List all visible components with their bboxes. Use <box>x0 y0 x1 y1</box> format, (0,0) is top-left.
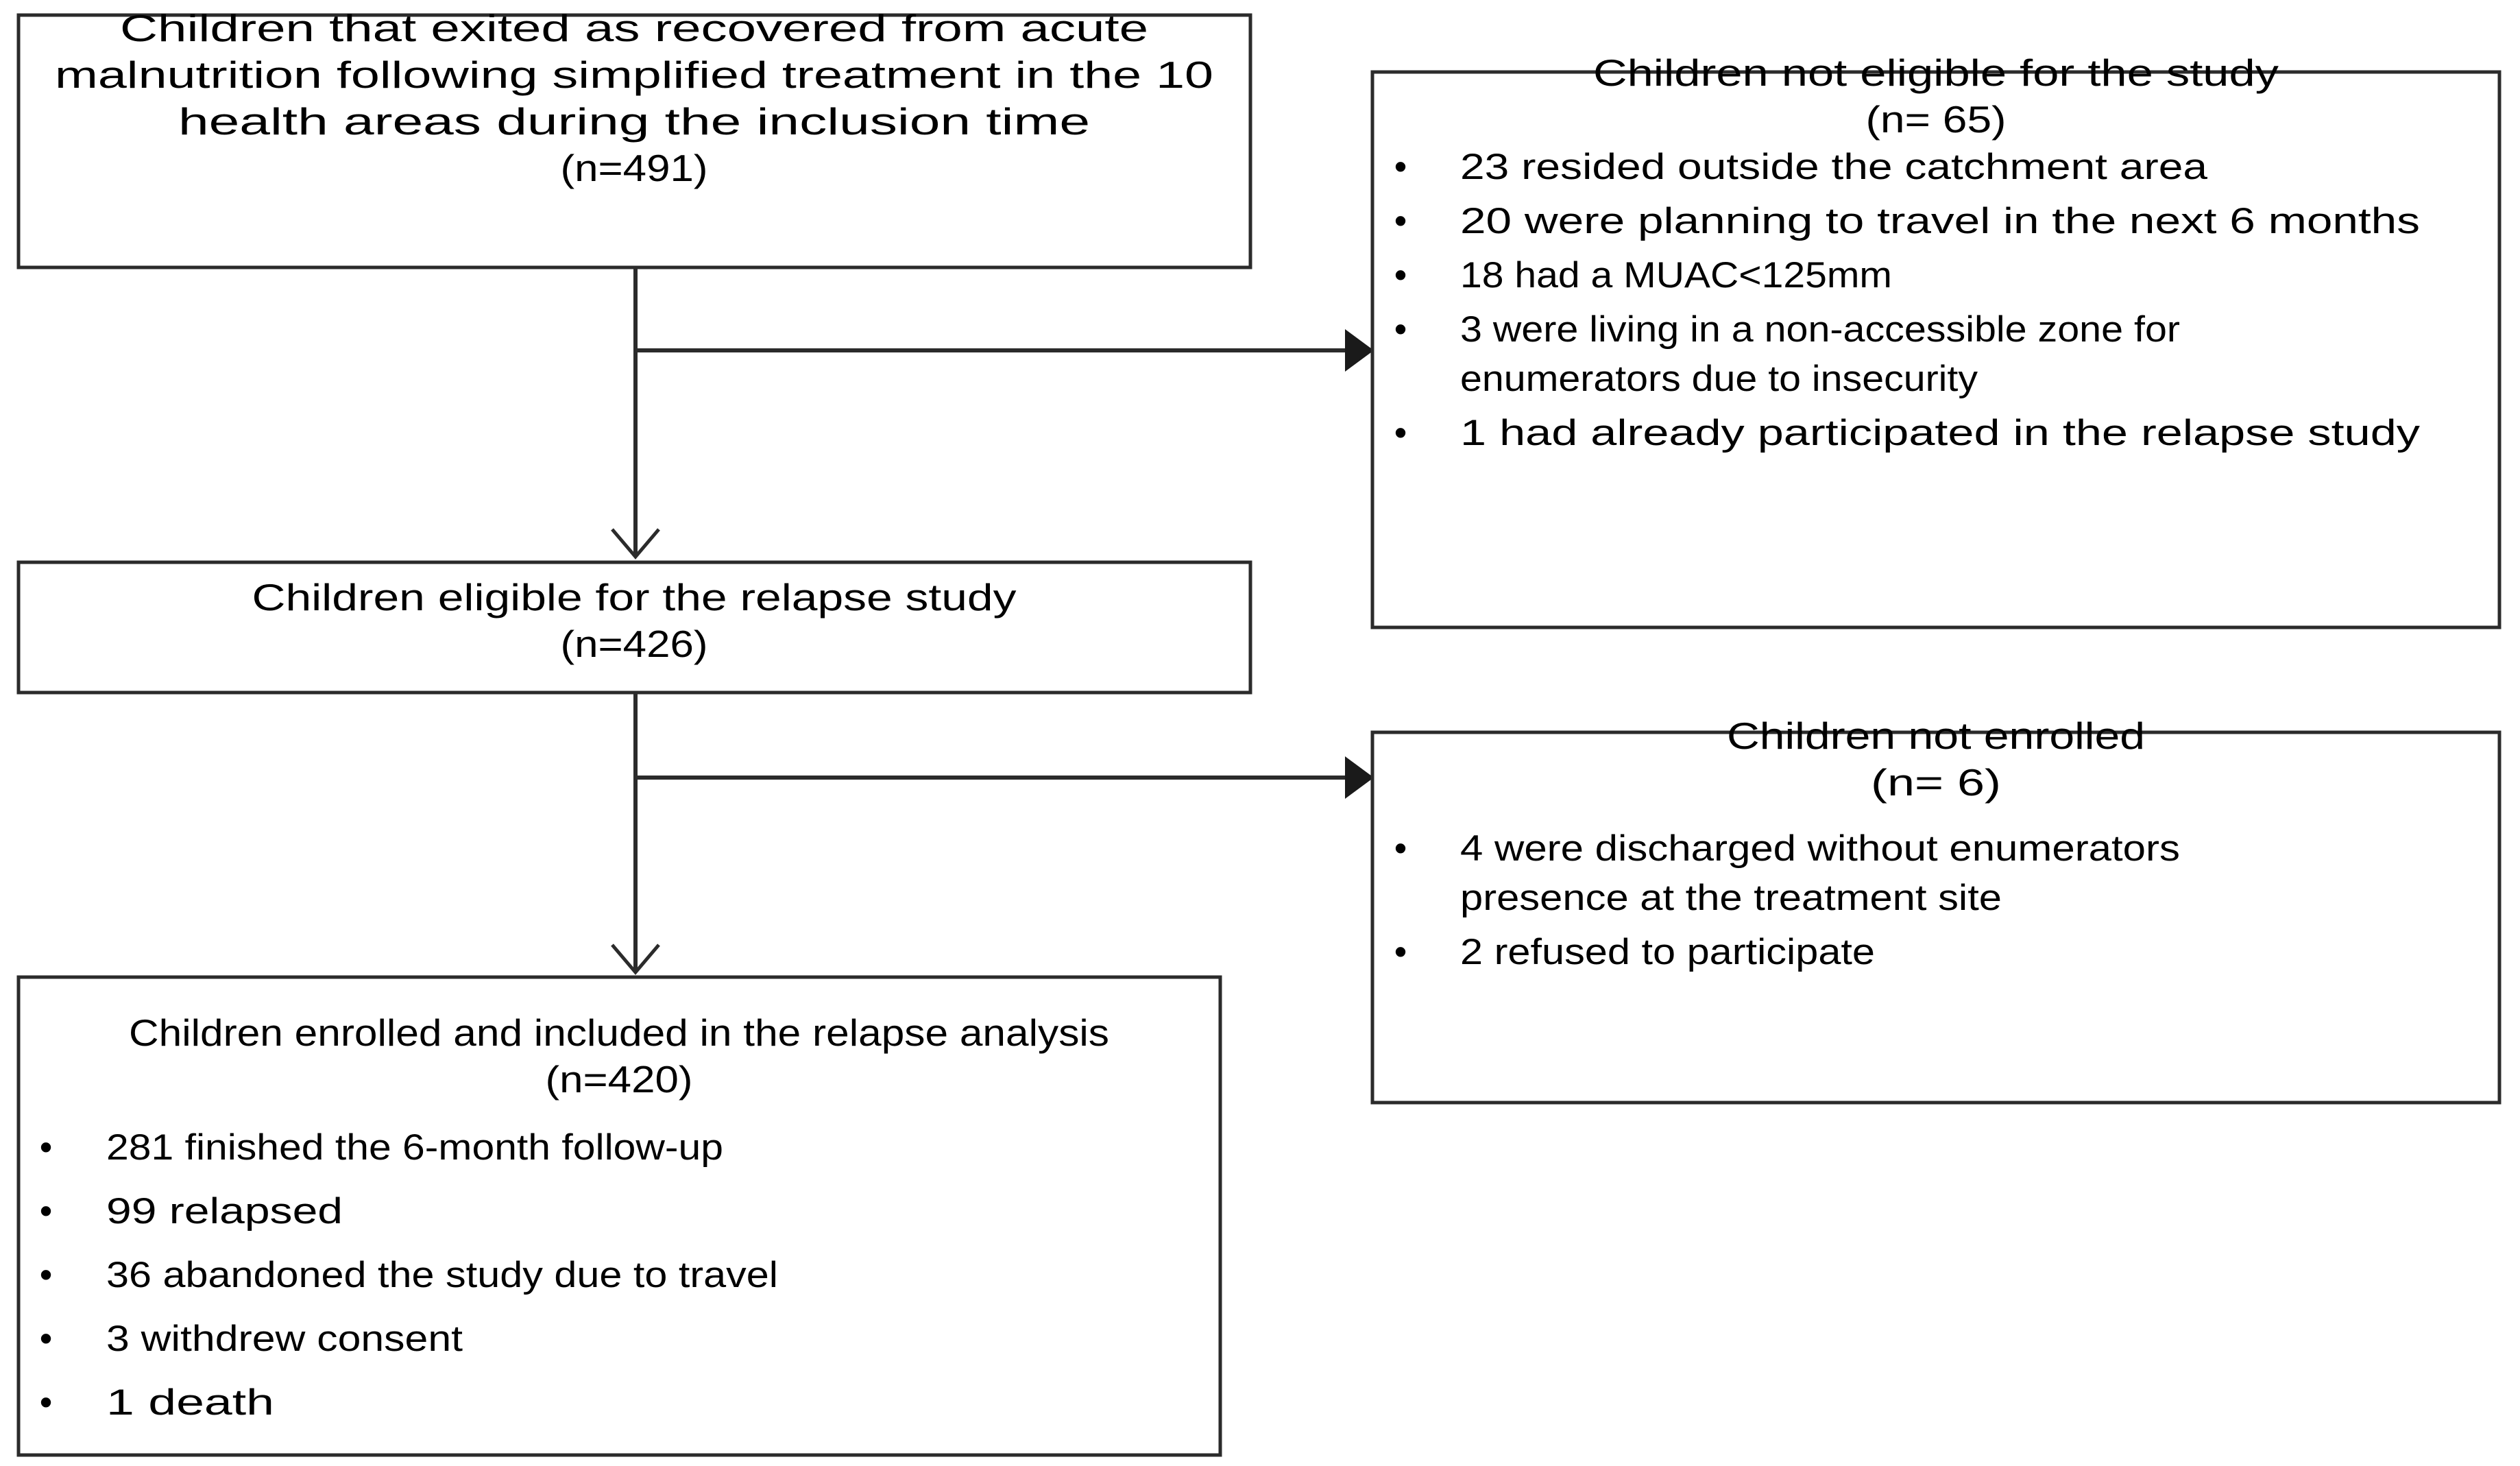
box-not-eligible-heading-0: Children not eligible for the study <box>1593 51 2279 94</box>
box-enrolled-bullet-0: 281 finished the 6-month follow-up <box>106 1127 723 1168</box>
box-not-eligible-bullet-4: 1 had already participated in the relaps… <box>1460 413 2421 453</box>
bullet-icon: • <box>1394 255 1407 296</box>
connector-eligible-to-not-enrolled <box>635 756 1374 799</box>
bullet-icon: • <box>1394 413 1407 453</box>
box-not-enrolled-bullet-0-line-0: 4 were discharged without enumerators <box>1460 828 2180 869</box>
bullet-icon: • <box>40 1191 53 1231</box>
bullet-icon: • <box>1394 828 1407 869</box>
bullet-icon: • <box>1394 932 1407 972</box>
box-eligible-rect <box>16 560 1252 695</box>
list-item: • 20 were planning to travel in the next… <box>1394 201 2420 241</box>
list-item: • 281 finished the 6-month follow-up <box>40 1127 723 1168</box>
box-not-eligible-bullet-0: 23 resided outside the catchment area <box>1460 147 2208 187</box>
box-not-eligible-bullet-3-line-1: enumerators due to insecurity <box>1460 359 1978 399</box>
list-item: • 23 resided outside the catchment area <box>1394 147 2208 187</box>
connector-source-to-eligible <box>611 267 660 560</box>
box-not-eligible-count: (n= 65) <box>1866 98 2007 141</box>
list-item: • 36 abandoned the study due to travel <box>40 1255 778 1295</box>
bullet-icon: • <box>40 1319 53 1359</box>
bullet-icon: • <box>40 1382 53 1423</box>
box-not-enrolled-heading-0: Children not enrolled <box>1727 714 2145 757</box>
box-not-enrolled-bullet-1: 2 refused to participate <box>1460 932 1875 972</box>
box-enrolled: Children enrolled and included in the re… <box>16 975 1222 1457</box>
box-source-population-heading-2: health areas during the inclusion time <box>178 100 1090 143</box>
box-eligible-heading-0: Children eligible for the relapse study <box>252 576 1017 618</box>
box-enrolled-rect <box>16 975 1222 1457</box>
list-item: • 4 were discharged without enumerators … <box>1394 828 2180 918</box>
box-source-population-count: (n=491) <box>561 147 708 189</box>
box-not-enrolled: Children not enrolled (n= 6) • 4 were di… <box>1370 714 2501 1105</box>
list-item: • 1 death <box>40 1382 274 1423</box>
list-item: • 2 refused to participate <box>1394 932 1875 972</box>
box-eligible-count: (n=426) <box>561 623 708 665</box>
box-enrolled-heading-0: Children enrolled and included in the re… <box>129 1011 1109 1054</box>
list-item: • 1 had already participated in the rela… <box>1394 413 2421 453</box>
box-enrolled-bullet-2: 36 abandoned the study due to travel <box>106 1255 778 1295</box>
bullet-icon: • <box>1394 147 1407 187</box>
box-source-population-heading-0: Children that exited as recovered from a… <box>120 7 1148 49</box>
box-eligible: Children eligible for the relapse study … <box>16 560 1252 695</box>
box-not-eligible-rect <box>1370 70 2501 629</box>
connector-layer <box>611 267 1374 975</box>
box-enrolled-count: (n=420) <box>546 1058 693 1101</box>
box-enrolled-bullet-3: 3 withdrew consent <box>106 1319 463 1359</box>
box-not-enrolled-count: (n= 6) <box>1871 761 2001 804</box>
box-source-population-rect <box>16 13 1252 269</box>
list-item: • 3 withdrew consent <box>40 1319 463 1359</box>
list-item: • 18 had a MUAC<125mm <box>1394 255 1892 296</box>
connector-eligible-to-enrolled <box>611 693 660 975</box>
box-not-eligible-bullet-1: 20 were planning to travel in the next 6… <box>1460 201 2420 241</box>
box-source-population-heading-1: malnutrition following simplified treatm… <box>55 53 1213 96</box>
box-not-enrolled-bullet-0-line-1: presence at the treatment site <box>1460 878 2002 918</box>
box-not-enrolled-rect <box>1370 730 2501 1105</box>
box-enrolled-bullet-4: 1 death <box>106 1382 274 1423</box>
bullet-icon: • <box>1394 201 1407 241</box>
box-not-eligible-bullet-3-line-0: 3 were living in a non-accessible zone f… <box>1460 309 2180 350</box>
box-not-eligible: Children not eligible for the study (n= … <box>1370 51 2501 629</box>
bullet-icon: • <box>40 1127 53 1168</box>
list-item: • 99 relapsed <box>40 1191 343 1231</box>
box-not-eligible-bullet-2: 18 had a MUAC<125mm <box>1460 255 1892 296</box>
bullet-icon: • <box>40 1255 53 1295</box>
box-enrolled-bullet-1: 99 relapsed <box>106 1191 343 1231</box>
connector-source-to-not-eligible <box>635 329 1374 372</box>
bullet-icon: • <box>1394 309 1407 350</box>
list-item: • 3 were living in a non-accessible zone… <box>1394 309 2180 399</box>
box-source-population: Children that exited as recovered from a… <box>16 7 1252 269</box>
